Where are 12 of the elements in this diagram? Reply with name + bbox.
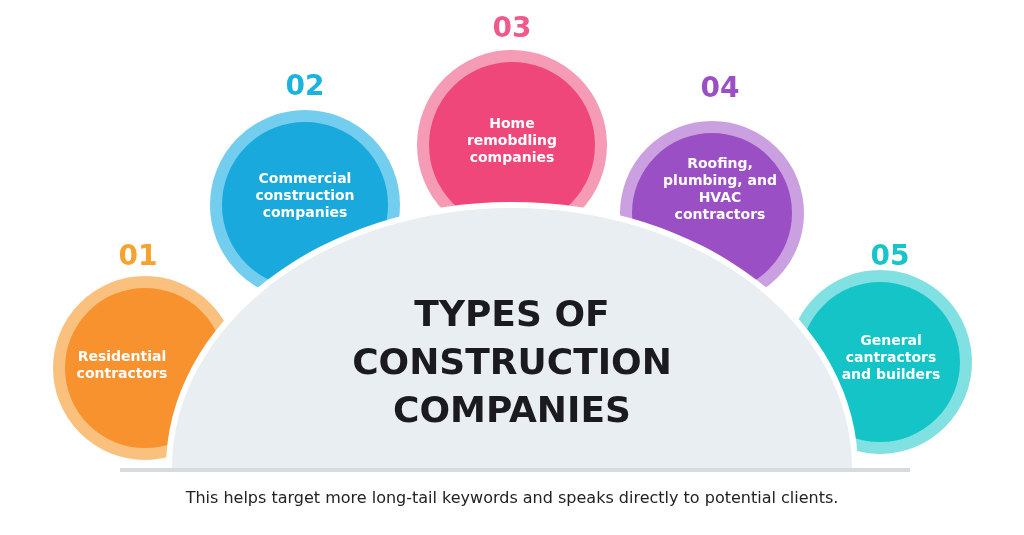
- caption: This helps target more long-tail keywords and speaks directly to potential clients.: [185, 488, 839, 507]
- category-label: Residential contractors: [75, 348, 169, 382]
- step-number: 04: [699, 72, 741, 104]
- step-number: 01: [117, 240, 159, 272]
- category-label: Home remobdling companies: [465, 115, 559, 166]
- step-number: 02: [284, 70, 326, 102]
- title-text: TYPES OF CONSTRUCTION COMPANIES: [351, 292, 673, 432]
- category-label: Commercial construction companies: [254, 170, 356, 221]
- category-label: General cantractors and builders: [840, 332, 942, 383]
- step-number: 03: [491, 12, 533, 44]
- step-number: 05: [869, 240, 911, 272]
- category-label: Roofing, plumbing, and HVAC contractors: [662, 155, 778, 223]
